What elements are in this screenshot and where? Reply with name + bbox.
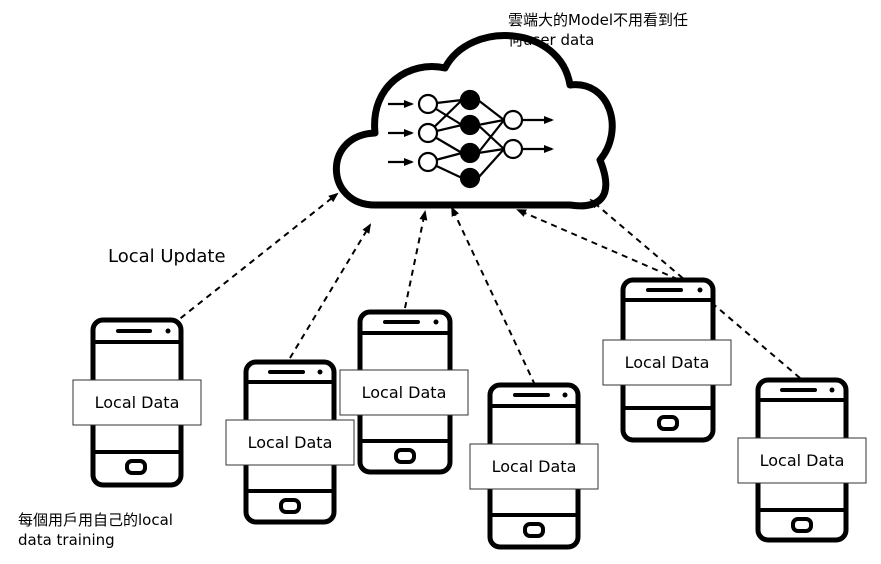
local-update-label: Local Update [108,246,226,267]
update-arrow-4 [451,206,536,386]
local-data-label-1: Local Data [95,393,180,412]
update-arrow-2 [289,223,372,359]
update-arrow-1 [171,192,339,326]
update-arrow-3 [404,210,428,309]
local-data-box-4: Local Data [469,443,599,490]
local-data-box-5: Local Data [602,339,732,386]
cloud-caption: 雲端大的Model不用看到任 何user data [508,10,748,50]
local-data-box-6: Local Data [737,437,867,484]
local-data-box-2: Local Data [225,419,355,466]
update-arrow-5 [516,209,699,289]
neural-network-icon [388,89,554,189]
local-data-label-2: Local Data [248,433,333,452]
cloud-caption-line-2: 何user data [508,31,595,49]
local-data-label-3: Local Data [362,383,447,402]
local-data-label-4: Local Data [492,457,577,476]
local-data-label-6: Local Data [760,451,845,470]
cloud-caption-line-1: 雲端大的Model不用看到任 [508,11,689,29]
local-data-label-5: Local Data [625,353,710,372]
bottom-note-line-2: data training [18,531,115,549]
local-data-box-1: Local Data [72,379,202,426]
bottom-note: 每個用戶用自己的local data training [18,510,258,550]
local-data-box-3: Local Data [339,369,469,416]
bottom-note-line-1: 每個用戶用自己的local [18,511,173,529]
